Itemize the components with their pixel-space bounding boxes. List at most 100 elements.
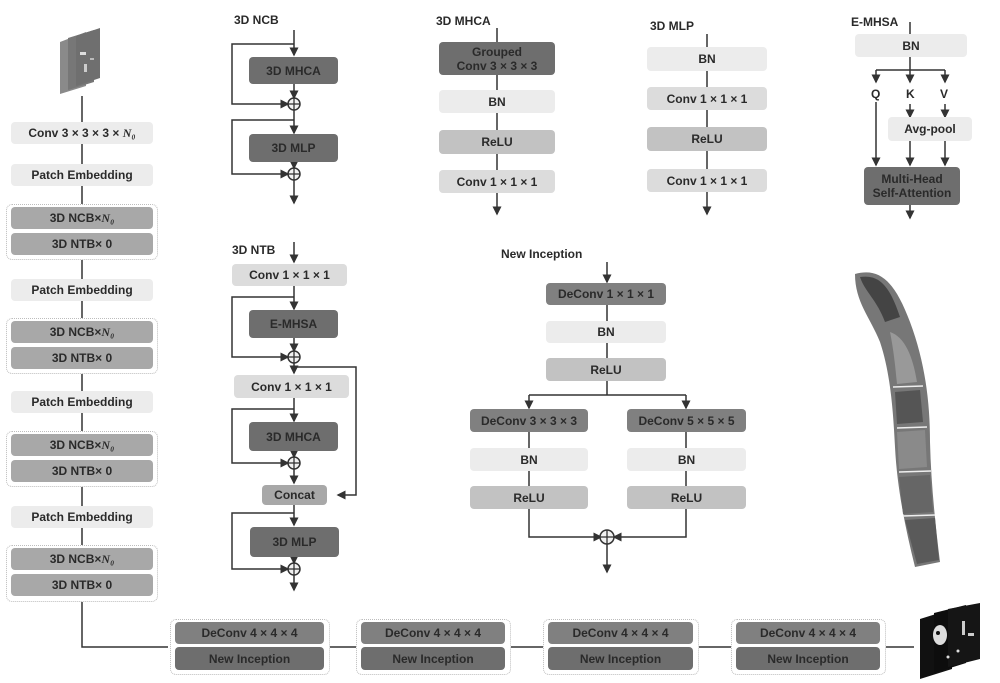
decoder-deconv-label: DeConv 4 × 4 × 4 — [201, 626, 298, 640]
patch-embedding-label: Patch Embedding — [31, 168, 133, 182]
mlp-relu-label: ReLU — [691, 132, 723, 146]
ntb-mlp-box: 3D MLP — [250, 527, 339, 557]
ntb-mlp-label: 3D MLP — [272, 535, 317, 549]
ncb-repeat-label: 3D NCB× — [49, 552, 102, 566]
decoder-inception-box: New Inception — [736, 647, 880, 670]
ntb-emhsa-box: E-MHSA — [249, 310, 338, 338]
ncb-repeat-label: 3D NCB× — [49, 325, 102, 339]
patch-embedding-box: Patch Embedding — [11, 164, 153, 186]
emhsa-bn-box: BN — [855, 34, 967, 57]
mhca-bn-label: BN — [488, 94, 506, 109]
q-label: Q — [871, 87, 881, 101]
mlp-panel-title: 3D MLP — [650, 19, 695, 33]
ncb-repeat-label: 3D NCB× — [49, 211, 102, 225]
sum-node-icon — [287, 97, 301, 111]
v-label: V — [940, 87, 949, 101]
patch-embedding-label: Patch Embedding — [31, 395, 133, 409]
output-segmentation-image — [920, 603, 980, 679]
ncb-repeat-label: 3D NCB× — [49, 438, 102, 452]
sum-node-icon — [287, 167, 301, 181]
grouped-conv-label-line1: Grouped — [472, 44, 522, 59]
patch-embedding-label: Patch Embedding — [31, 510, 133, 524]
input-volume-image — [60, 28, 100, 94]
ncb-panel — [207, 7, 377, 230]
sum-node-icon — [287, 350, 301, 364]
inception-relu-label: ReLU — [590, 362, 622, 377]
spine-rendering-image — [855, 272, 940, 567]
emhsa-panel-title: E-MHSA — [851, 15, 899, 29]
decoder-deconv-box: DeConv 4 × 4 × 4 — [175, 622, 324, 644]
n0-symbol: N₀ — [122, 126, 136, 140]
ncb-panel-title: 3D NCB — [234, 13, 279, 27]
avg-pool-box: Avg-pool — [888, 117, 972, 141]
ntb-panel-title: 3D NTB — [232, 243, 276, 257]
n0-symbol: N₀ — [101, 552, 115, 566]
sum-node-icon — [287, 456, 301, 470]
ncb-repeat-box: 3D NCB× N₀ — [11, 434, 153, 456]
decoder-inception-box: New Inception — [548, 647, 693, 670]
inception-deconv5-box: DeConv 5 × 5 × 5 — [627, 409, 746, 432]
inception-deconv1-label: DeConv 1 × 1 × 1 — [557, 287, 655, 301]
k-label: K — [906, 87, 915, 101]
decoder-inception-label: New Inception — [392, 651, 474, 666]
sum-node-icon — [287, 562, 301, 576]
sum-node-icon — [599, 529, 615, 545]
mhsa-label-line1: Multi-Head — [881, 172, 943, 186]
mlp-bn-box: BN — [647, 47, 767, 71]
decoder-inception-label: New Inception — [208, 651, 291, 666]
mlp-conv2-box: Conv 1 × 1 × 1 — [647, 169, 767, 192]
inception-right-bn-box: BN — [627, 448, 746, 471]
ntb-repeat-box: 3D NTB× 0 — [11, 460, 153, 482]
decoder-inception-box: New Inception — [175, 647, 324, 670]
ntb-repeat-label: 3D NTB× 0 — [51, 351, 113, 365]
ntb-conv2-label: Conv 1 × 1 × 1 — [251, 379, 332, 394]
inception-deconv3-label: DeConv 3 × 3 × 3 — [480, 413, 578, 428]
mhca-bn-box: BN — [439, 90, 555, 113]
decoder-deconv-box: DeConv 4 × 4 × 4 — [548, 622, 693, 644]
mhca-grouped-conv-box: Grouped Conv 3 × 3 × 3 — [439, 42, 555, 75]
mlp-relu-box: ReLU — [647, 127, 767, 151]
patch-embedding-box: Patch Embedding — [11, 391, 153, 413]
ncb-mhca-label: 3D MHCA — [266, 63, 321, 78]
ntb-emhsa-label: E-MHSA — [269, 317, 318, 331]
ntb-mhca-box: 3D MHCA — [249, 422, 338, 451]
ntb-repeat-label: 3D NTB× 0 — [51, 578, 113, 592]
inception-relu-box: ReLU — [546, 358, 666, 381]
ncb-mhca-box: 3D MHCA — [249, 57, 338, 84]
inception-bn-label: BN — [597, 325, 615, 339]
decoder-inception-label: New Inception — [579, 651, 662, 666]
decoder-inception-label: New Inception — [767, 651, 849, 666]
ncb-repeat-box: 3D NCB× N₀ — [11, 207, 153, 229]
decoder-deconv-label: DeConv 4 × 4 × 4 — [759, 626, 857, 640]
decoder-deconv-label: DeConv 4 × 4 × 4 — [384, 626, 482, 640]
decoder-deconv-label: DeConv 4 × 4 × 4 — [572, 626, 669, 640]
ntb-concat-label: Concat — [274, 488, 315, 502]
mhca-panel-title: 3D MHCA — [436, 14, 491, 28]
inception-right-bn-label: BN — [677, 452, 696, 467]
inception-left-relu-label: ReLU — [513, 490, 545, 505]
patch-embedding-box: Patch Embedding — [11, 506, 153, 528]
mlp-bn-label: BN — [698, 52, 716, 66]
mlp-panel — [627, 9, 789, 231]
inception-right-relu-label: ReLU — [670, 490, 703, 505]
ntb-concat-box: Concat — [262, 485, 327, 505]
mlp-conv1-box: Conv 1 × 1 × 1 — [647, 87, 767, 110]
mhca-relu-box: ReLU — [439, 130, 555, 154]
ncb-repeat-box: 3D NCB× N₀ — [11, 548, 153, 570]
n0-symbol: N₀ — [101, 325, 115, 339]
mhca-relu-label: ReLU — [481, 135, 513, 149]
inception-panel-title: New Inception — [501, 247, 583, 261]
conv-3x3x3-box: Conv 3 × 3 × 3 × N₀ — [11, 122, 153, 144]
inception-left-bn-box: BN — [470, 448, 588, 471]
grouped-conv-label-line2: Conv 3 × 3 × 3 — [456, 58, 538, 73]
ntb-conv1-box: Conv 1 × 1 × 1 — [232, 264, 347, 286]
ntb-conv1-label: Conv 1 × 1 × 1 — [249, 268, 330, 282]
patch-embedding-label: Patch Embedding — [31, 283, 133, 297]
inception-left-relu-box: ReLU — [470, 486, 588, 509]
inception-deconv1-box: DeConv 1 × 1 × 1 — [546, 283, 666, 305]
ncb-mlp-box: 3D MLP — [249, 134, 338, 162]
decoder-inception-box: New Inception — [361, 647, 505, 670]
mlp-conv1-label: Conv 1 × 1 × 1 — [666, 91, 748, 106]
ncb-repeat-box: 3D NCB× N₀ — [11, 321, 153, 343]
ntb-mhca-label: 3D MHCA — [266, 429, 321, 444]
